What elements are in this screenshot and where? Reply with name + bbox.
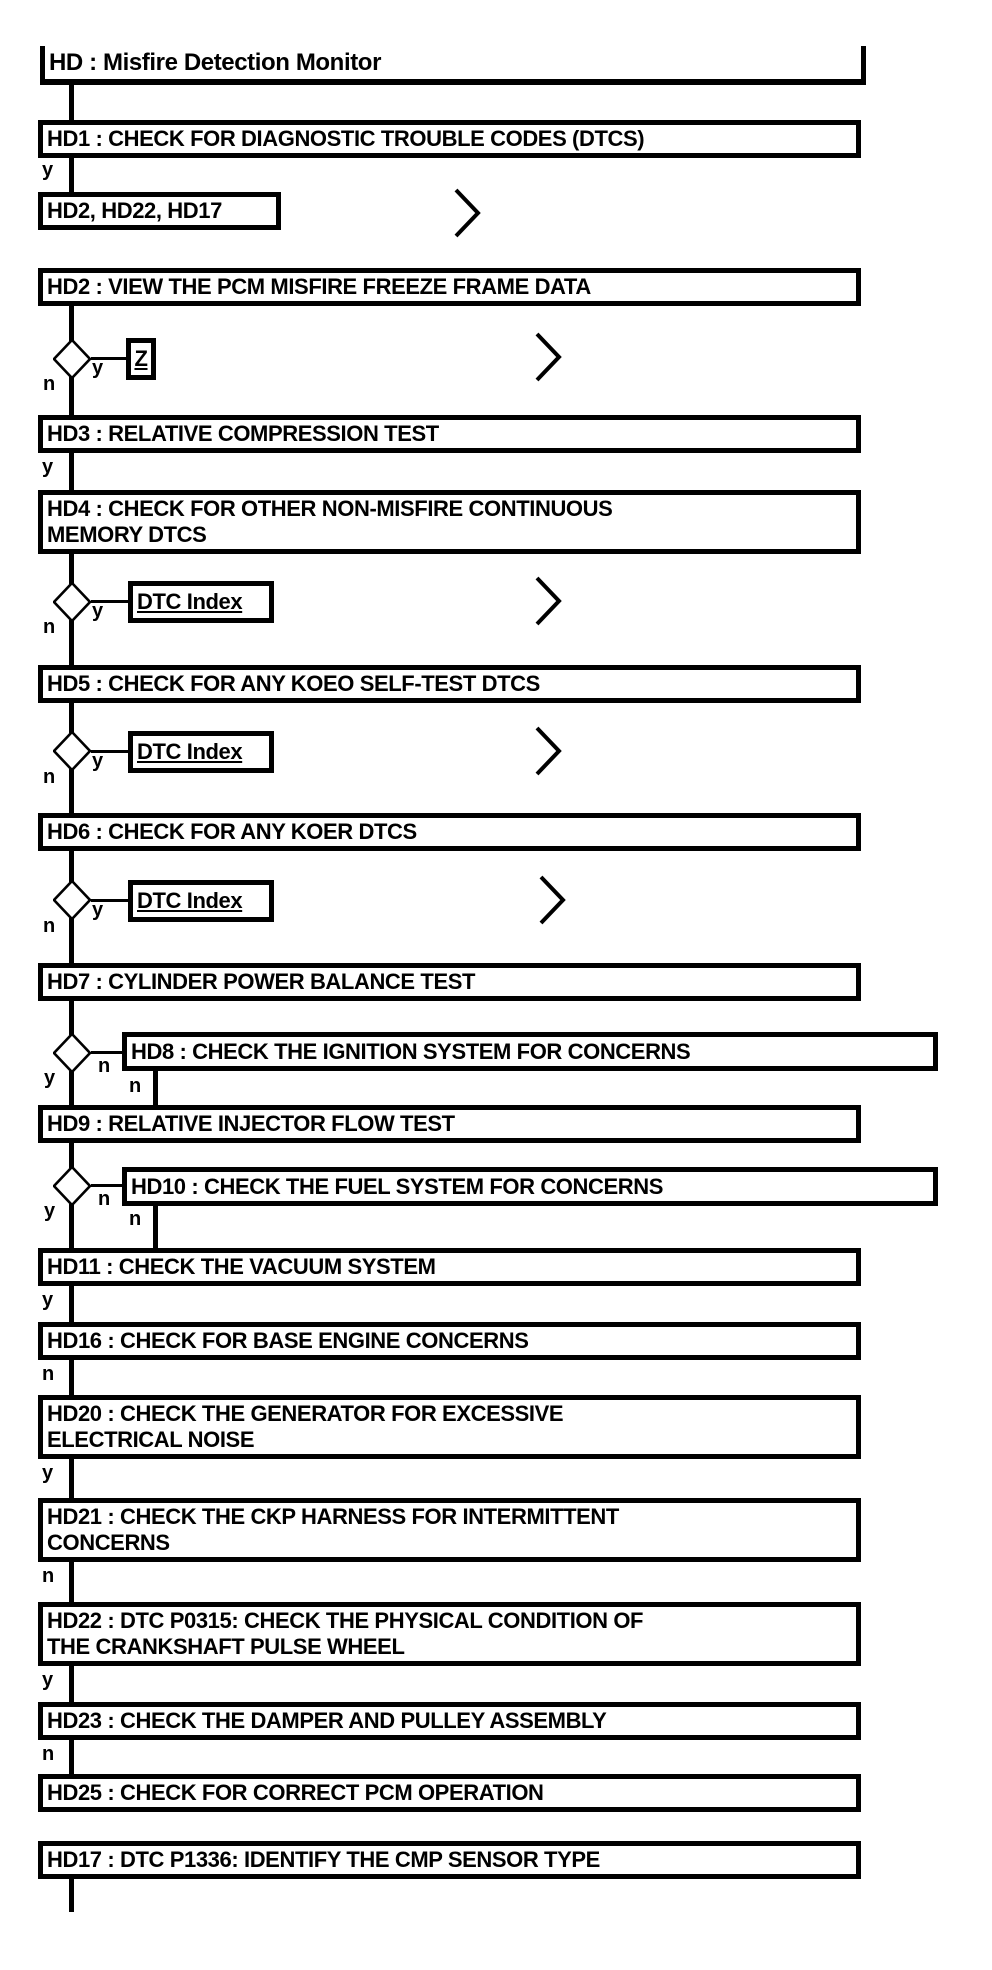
continue-chevron-icon xyxy=(535,576,562,626)
branch-label-y: y xyxy=(92,600,103,622)
branch-label-y: y xyxy=(42,456,53,478)
connector-line xyxy=(69,453,74,490)
connector-line xyxy=(69,1143,74,1168)
decision-diamond xyxy=(53,1166,91,1206)
branch-label-n: n xyxy=(129,1075,141,1097)
connector-line xyxy=(69,1562,74,1602)
connector-line xyxy=(69,1879,74,1912)
jump-list-box: HD2, HD22, HD17 xyxy=(38,192,281,230)
branch-label-y: y xyxy=(92,750,103,772)
branch-label-y: y xyxy=(42,1462,53,1484)
branch-label-n: n xyxy=(42,1565,54,1587)
branch-label-n: n xyxy=(43,915,55,937)
connector-line xyxy=(91,1051,124,1054)
continue-chevron-icon xyxy=(535,726,562,776)
branch-label-n: n xyxy=(98,1188,110,1210)
connector-line xyxy=(69,1666,74,1702)
connector-line xyxy=(69,1459,74,1498)
branch-label-y: y xyxy=(92,899,103,921)
branch-label-y: y xyxy=(42,1289,53,1311)
connector-line xyxy=(69,158,74,192)
connector-line xyxy=(91,899,130,902)
branch-label-n: n xyxy=(43,616,55,638)
node-hd11: HD11 : CHECK THE VACUUM SYSTEM xyxy=(38,1248,861,1286)
connector-line xyxy=(91,750,130,753)
node-hd8: HD8 : CHECK THE IGNITION SYSTEM FOR CONC… xyxy=(122,1032,938,1071)
node-hd17: HD17 : DTC P1336: IDENTIFY THE CMP SENSO… xyxy=(38,1841,861,1879)
connector-line xyxy=(69,918,74,963)
connector-line xyxy=(69,1071,74,1105)
connector-line xyxy=(69,1740,74,1774)
connector-line xyxy=(153,1206,158,1248)
branch-label-y: y xyxy=(92,357,103,379)
connector-line xyxy=(153,1071,158,1105)
connector-line xyxy=(69,306,74,341)
branch-label-y: y xyxy=(44,1067,55,1089)
node-hd1: HD1 : CHECK FOR DIAGNOSTIC TROUBLE CODES… xyxy=(38,120,861,158)
connector-line xyxy=(91,1184,124,1187)
branch-label-n: n xyxy=(43,766,55,788)
node-hd2: HD2 : VIEW THE PCM MISFIRE FREEZE FRAME … xyxy=(38,268,861,306)
branch-label-n: n xyxy=(129,1208,141,1230)
z-link-box[interactable]: Z xyxy=(126,338,156,380)
connector-line xyxy=(69,554,74,584)
connector-line xyxy=(69,851,74,882)
node-hd4: HD4 : CHECK FOR OTHER NON-MISFIRE CONTIN… xyxy=(38,490,861,554)
node-hd16: HD16 : CHECK FOR BASE ENGINE CONCERNS xyxy=(38,1322,861,1360)
branch-label-n: n xyxy=(43,373,55,395)
connector-line xyxy=(69,769,74,813)
branch-label-y: y xyxy=(44,1200,55,1222)
continue-chevron-icon xyxy=(535,332,562,382)
node-hd6: HD6 : CHECK FOR ANY KOER DTCS xyxy=(38,813,861,851)
decision-diamond xyxy=(53,582,91,622)
dtc-index-link-box[interactable]: DTC Index xyxy=(128,880,274,922)
node-hd3: HD3 : RELATIVE COMPRESSION TEST xyxy=(38,415,861,453)
decision-diamond xyxy=(53,1033,91,1073)
connector-line xyxy=(69,375,74,415)
branch-label-n: n xyxy=(42,1743,54,1765)
flow-title: HD : Misfire Detection Monitor xyxy=(40,46,866,85)
connector-line xyxy=(91,357,128,360)
connector-line xyxy=(69,620,74,665)
connector-line xyxy=(69,1360,74,1395)
connector-line xyxy=(69,1204,74,1248)
dtc-index-link-box[interactable]: DTC Index xyxy=(128,581,274,623)
decision-diamond xyxy=(53,731,91,771)
decision-diamond xyxy=(53,339,91,379)
connector-line xyxy=(69,1001,74,1035)
connector-line xyxy=(69,85,74,120)
continue-chevron-icon xyxy=(454,188,481,238)
node-hd22: HD22 : DTC P0315: CHECK THE PHYSICAL CON… xyxy=(38,1602,861,1666)
node-hd21: HD21 : CHECK THE CKP HARNESS FOR INTERMI… xyxy=(38,1498,861,1562)
dtc-index-link-box[interactable]: DTC Index xyxy=(128,731,274,773)
connector-line xyxy=(91,600,130,603)
connector-line xyxy=(69,1286,74,1322)
node-hd20: HD20 : CHECK THE GENERATOR FOR EXCESSIVE… xyxy=(38,1395,861,1459)
node-hd10: HD10 : CHECK THE FUEL SYSTEM FOR CONCERN… xyxy=(122,1167,938,1206)
continue-chevron-icon xyxy=(539,875,566,925)
decision-diamond xyxy=(53,880,91,920)
node-hd5: HD5 : CHECK FOR ANY KOEO SELF-TEST DTCS xyxy=(38,665,861,703)
node-hd9: HD9 : RELATIVE INJECTOR FLOW TEST xyxy=(38,1105,861,1143)
node-hd23: HD23 : CHECK THE DAMPER AND PULLEY ASSEM… xyxy=(38,1702,861,1740)
connector-line xyxy=(69,703,74,733)
branch-label-n: n xyxy=(98,1055,110,1077)
node-hd7: HD7 : CYLINDER POWER BALANCE TEST xyxy=(38,963,861,1001)
branch-label-n: n xyxy=(42,1363,54,1385)
branch-label-y: y xyxy=(42,159,53,181)
branch-label-y: y xyxy=(42,1669,53,1691)
node-hd25: HD25 : CHECK FOR CORRECT PCM OPERATION xyxy=(38,1774,861,1812)
